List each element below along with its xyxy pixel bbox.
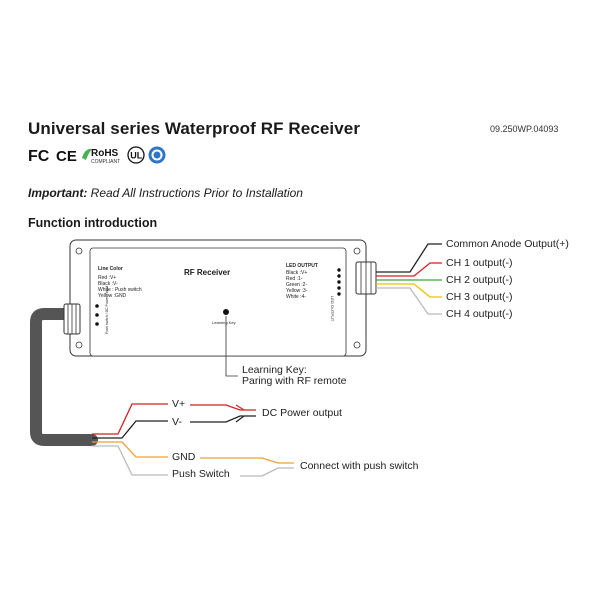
input-pin <box>95 322 99 326</box>
led-output-heading: LED OUTPUT <box>286 263 318 269</box>
ce-logo: CE <box>56 146 78 165</box>
learning-key-button <box>223 309 229 315</box>
mount-hole <box>353 247 361 255</box>
output-pin <box>337 268 341 272</box>
wire-push-grey <box>240 467 294 477</box>
output-label-ch3: CH 3 output(-) <box>446 291 513 303</box>
wire-ch1 <box>376 262 442 277</box>
input-label-gnd: GND <box>172 451 196 463</box>
rohs-text: RoHS <box>91 148 119 159</box>
output-pin <box>337 292 341 296</box>
wire-ch4 <box>376 287 442 315</box>
led-output-row: Green :2- <box>286 282 308 288</box>
wire-gnd <box>92 441 168 458</box>
dc-power-output-label: DC Power output <box>262 407 342 419</box>
learning-key-leader <box>225 316 238 377</box>
learning-key-tiny-label: Learning Key <box>212 320 236 325</box>
rohs-logo: RoHS COMPLIANT <box>80 146 124 165</box>
input-cable <box>30 308 98 446</box>
wire-common-anode <box>376 243 442 273</box>
input-pin <box>95 313 99 317</box>
mount-hole <box>353 341 361 349</box>
input-legend-row: Red :V+ <box>98 275 117 281</box>
output-cable-gland <box>355 261 377 295</box>
device-name: RF Receiver <box>184 268 231 277</box>
output-label-ch4: CH 4 output(-) <box>446 308 513 320</box>
led-output-row: Red :1- <box>286 276 303 282</box>
led-output-row: White :4- <box>286 294 307 300</box>
output-pin <box>337 280 341 284</box>
output-pin <box>337 274 341 278</box>
input-label-push-switch: Push Switch <box>172 468 230 480</box>
led-output-row: Black :V+ <box>286 270 308 276</box>
output-pin <box>337 286 341 290</box>
wire-dc-black <box>190 415 256 423</box>
wire-dc-red <box>190 404 256 411</box>
wire-push-orange <box>200 457 294 464</box>
wire-vminus <box>92 420 168 439</box>
fcc-logo: FC <box>28 146 54 165</box>
mount-hole <box>75 247 83 255</box>
rohs-compliant-text: COMPLIANT <box>91 159 120 165</box>
led-output-side-label: LED OUTPUT <box>330 296 335 322</box>
section-title: Function introduction <box>28 216 158 230</box>
input-label-vminus: V- <box>172 416 182 428</box>
output-label-ch2: CH 2 output(-) <box>446 274 513 286</box>
ul-logo: UL <box>127 146 145 164</box>
receiver-housing <box>69 239 367 357</box>
input-legend-row: Yellow :GND <box>98 293 127 299</box>
wire-vplus <box>92 403 168 435</box>
certification-seal-icon <box>148 146 166 164</box>
model-number: 09.250WP.04093 <box>490 124 559 134</box>
input-legend-heading: Line Color <box>98 266 123 272</box>
input-legend-row: White : Push switch <box>98 287 142 293</box>
learning-key-title: Learning Key: <box>242 364 307 376</box>
important-text: Read All Instructions Prior to Installat… <box>87 186 303 200</box>
wire-ch3 <box>376 283 442 298</box>
svg-text:FC: FC <box>28 148 50 164</box>
input-cable-gland <box>63 303 81 335</box>
important-notice: Important: Read All Instructions Prior t… <box>28 186 303 200</box>
input-legend-row: Black :V- <box>98 281 118 287</box>
svg-text:UL: UL <box>130 151 142 161</box>
output-label-common-anode: Common Anode Output(+) <box>446 238 569 250</box>
input-label-vplus: V+ <box>172 398 186 410</box>
important-label: Important: <box>28 186 88 200</box>
output-label-ch1: CH 1 output(-) <box>446 257 513 269</box>
learning-key-description: Paring with RF remote <box>242 375 347 387</box>
svg-text:CE: CE <box>56 148 77 164</box>
page-title: Universal series Waterproof RF Receiver <box>28 119 361 138</box>
led-output-row: Yellow :3- <box>286 288 308 294</box>
input-side-label: Push switch / DC Power / Input <box>105 285 109 334</box>
input-pin <box>95 304 99 308</box>
push-switch-connect-label: Connect with push switch <box>300 460 419 472</box>
mount-hole <box>75 341 83 349</box>
wire-push <box>92 445 168 476</box>
